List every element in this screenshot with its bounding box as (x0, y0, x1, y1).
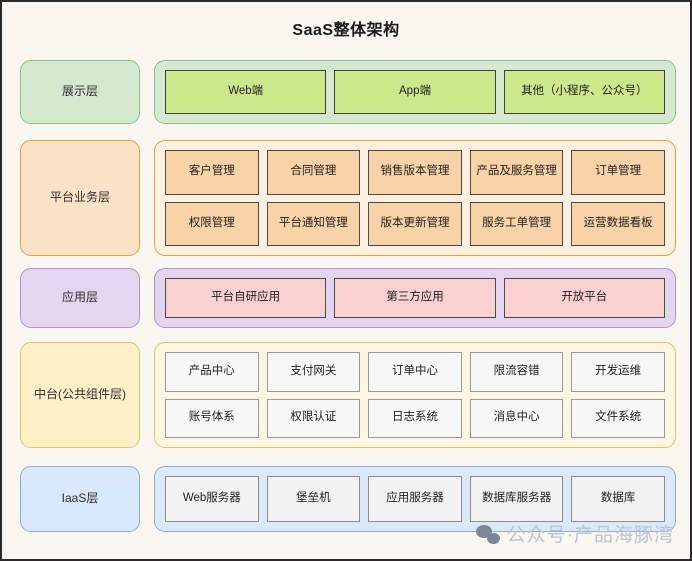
node-order-management[interactable]: 订单管理 (571, 150, 665, 195)
node-devops[interactable]: 开发运维 (571, 352, 665, 392)
layer-label-middle-platform-line2: (公共组件层) (58, 387, 126, 402)
node-order-center[interactable]: 订单中心 (368, 352, 462, 392)
layer-body-presentation: Web端 App端 其他（小程序、公众号） (154, 60, 676, 124)
layer-middle-platform: 中台 (公共组件层) 产品中心 支付网关 订单中心 限流容错 开发运维 账号体系… (20, 342, 676, 448)
node-contract-management[interactable]: 合同管理 (266, 150, 361, 195)
layer-label-middle-platform: 中台 (公共组件层) (20, 342, 140, 448)
layer-body-platform-business: 客户管理 合同管理 销售版本管理 产品及服务管理 订单管理 权限管理 平台通知管… (154, 140, 676, 256)
node-self-developed-app[interactable]: 平台自研应用 (165, 278, 327, 318)
node-log-system[interactable]: 日志系统 (368, 398, 462, 438)
layer-presentation: 展示层 Web端 App端 其他（小程序、公众号） (20, 60, 676, 124)
layer-label-iaas: IaaS层 (20, 466, 140, 532)
node-version-update-management[interactable]: 版本更新管理 (368, 201, 462, 246)
node-service-ticket-management[interactable]: 服务工单管理 (469, 201, 564, 246)
node-row: Web端 App端 其他（小程序、公众号） (165, 70, 665, 114)
node-file-system[interactable]: 文件系统 (571, 398, 665, 438)
node-database[interactable]: 数据库 (571, 476, 665, 522)
node-row: 客户管理 合同管理 销售版本管理 产品及服务管理 订单管理 (165, 150, 665, 195)
page-title: SaaS整体架构 (292, 22, 400, 39)
layer-label-application: 应用层 (20, 268, 140, 328)
node-app-client[interactable]: App端 (334, 70, 496, 114)
layer-body-application: 平台自研应用 第三方应用 开放平台 (154, 268, 676, 328)
node-row: Web服务器 堡垒机 应用服务器 数据库服务器 数据库 (165, 476, 665, 522)
node-message-center[interactable]: 消息中心 (469, 398, 564, 438)
node-product-center[interactable]: 产品中心 (165, 352, 259, 392)
node-row: 权限管理 平台通知管理 版本更新管理 服务工单管理 运营数据看板 (165, 201, 665, 246)
layer-platform-business: 平台业务层 客户管理 合同管理 销售版本管理 产品及服务管理 订单管理 权限管理… (20, 140, 676, 256)
node-permission-auth[interactable]: 权限认证 (266, 398, 361, 438)
node-product-service-management[interactable]: 产品及服务管理 (469, 150, 564, 195)
node-app-server[interactable]: 应用服务器 (368, 476, 462, 522)
node-third-party-app[interactable]: 第三方应用 (334, 278, 496, 318)
layer-iaas: IaaS层 Web服务器 堡垒机 应用服务器 数据库服务器 数据库 (20, 466, 676, 532)
node-payment-gateway[interactable]: 支付网关 (266, 352, 361, 392)
node-bastion-host[interactable]: 堡垒机 (266, 476, 361, 522)
layer-label-presentation: 展示层 (20, 60, 140, 124)
node-web-server[interactable]: Web服务器 (165, 476, 259, 522)
node-customer-management[interactable]: 客户管理 (165, 150, 259, 195)
node-sales-version-management[interactable]: 销售版本管理 (368, 150, 462, 195)
node-web-client[interactable]: Web端 (165, 70, 327, 114)
node-other-clients[interactable]: 其他（小程序、公众号） (503, 70, 665, 114)
layer-label-platform-business: 平台业务层 (20, 140, 140, 256)
node-database-server[interactable]: 数据库服务器 (469, 476, 564, 522)
layer-application: 应用层 平台自研应用 第三方应用 开放平台 (20, 268, 676, 328)
layer-label-middle-platform-line1: 中台 (33, 387, 58, 402)
node-permission-management[interactable]: 权限管理 (165, 201, 259, 246)
node-platform-notice-management[interactable]: 平台通知管理 (266, 201, 361, 246)
node-row: 平台自研应用 第三方应用 开放平台 (165, 278, 665, 318)
node-row: 产品中心 支付网关 订单中心 限流容错 开发运维 (165, 352, 665, 392)
node-row: 账号体系 权限认证 日志系统 消息中心 文件系统 (165, 398, 665, 438)
node-open-platform[interactable]: 开放平台 (503, 278, 665, 318)
node-operations-dashboard[interactable]: 运营数据看板 (571, 201, 665, 246)
node-account-system[interactable]: 账号体系 (165, 398, 259, 438)
node-rate-limit-fault-tolerance[interactable]: 限流容错 (469, 352, 564, 392)
layer-body-middle-platform: 产品中心 支付网关 订单中心 限流容错 开发运维 账号体系 权限认证 日志系统 … (154, 342, 676, 448)
layer-body-iaas: Web服务器 堡垒机 应用服务器 数据库服务器 数据库 (154, 466, 676, 532)
